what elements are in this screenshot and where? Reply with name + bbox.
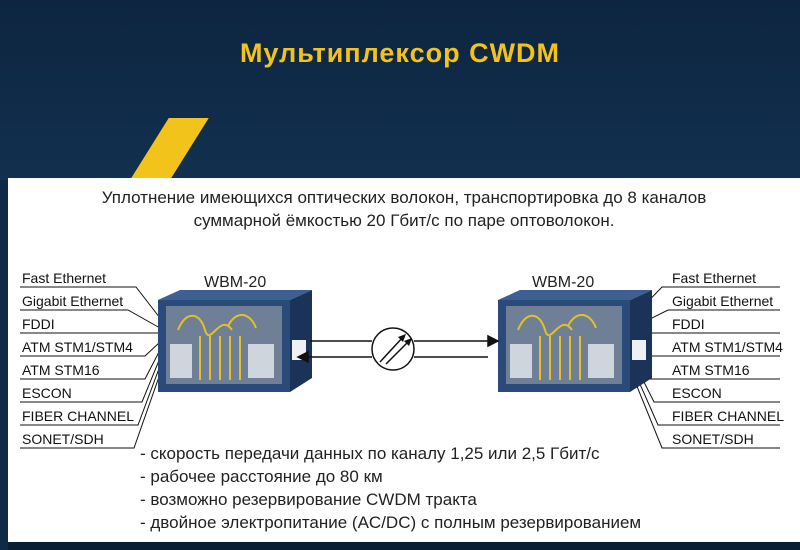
left-leader-line: [20, 349, 161, 380]
right-leader-lines: [631, 286, 780, 449]
left-leader-line: [20, 309, 161, 329]
left-leader-lines: [20, 286, 161, 449]
right-leader-line: [631, 349, 780, 380]
right-leader-line: [631, 286, 780, 319]
right-interface-label: SONET/SDH: [672, 431, 754, 447]
header-banner: [0, 0, 800, 180]
left-leader-line: [20, 341, 161, 357]
feature-list: скорость передачи данных по каналу 1,25 …: [140, 442, 641, 534]
intro-text: Уплотнение имеющихся оптических волокон,…: [8, 186, 800, 232]
left-multiplexer-chassis: [158, 290, 312, 392]
right-multiplexer-chassis: [498, 290, 652, 392]
optical-amplifier-icon: [371, 327, 415, 371]
left-leader-line: [20, 373, 161, 449]
right-interface-label: ATM STM16: [672, 362, 750, 378]
left-interface-label: ATM STM1/STM4: [22, 339, 133, 355]
left-device-label: WBM-20: [204, 274, 267, 291]
feature-item: рабочее расстояние до 80 км: [140, 465, 641, 488]
card-shadow: [8, 542, 800, 550]
feature-item: скорость передачи данных по каналу 1,25 …: [140, 442, 641, 465]
intro-line-1: Уплотнение имеющихся оптических волокон,…: [101, 188, 707, 207]
right-interface-label: Gigabit Ethernet: [672, 293, 774, 309]
left-leader-line: [20, 365, 161, 426]
right-interface-label: FDDI: [672, 316, 705, 332]
page-title: Мультиплексор CWDM: [239, 38, 561, 68]
left-interface-label: FIBER CHANNEL: [22, 408, 135, 424]
feature-item: двойное электропитание (AC/DC) с полным …: [140, 511, 641, 534]
left-interface-label: Fast Ethernet: [22, 270, 107, 286]
left-leader-line: [20, 357, 161, 403]
right-interface-label: ESCON: [672, 385, 722, 401]
left-interface-label: Gigabit Ethernet: [22, 293, 124, 309]
left-interface-label: ESCON: [22, 385, 72, 401]
right-leader-line: [631, 341, 780, 357]
intro-line-2: суммарной ёмкостью 20 Гбит/с по паре опт…: [193, 211, 615, 230]
right-leader-line: [631, 309, 780, 329]
feature-item: возможно резервирование CWDM тракта: [140, 488, 641, 511]
right-leader-line: [631, 373, 780, 449]
right-interface-label: FIBER CHANNEL: [672, 408, 785, 424]
left-interface-label: FDDI: [22, 316, 55, 332]
left-interface-label: ATM STM16: [22, 362, 100, 378]
right-device-label: WBM-20: [532, 274, 595, 291]
left-interface-label: SONET/SDH: [22, 431, 104, 447]
right-leader-line: [631, 357, 780, 403]
right-leader-line: [631, 365, 780, 426]
right-interface-label: Fast Ethernet: [672, 270, 757, 286]
left-leader-line: [20, 286, 161, 319]
right-interface-label: ATM STM1/STM4: [672, 339, 783, 355]
fiber-link-arrows: [296, 334, 500, 364]
